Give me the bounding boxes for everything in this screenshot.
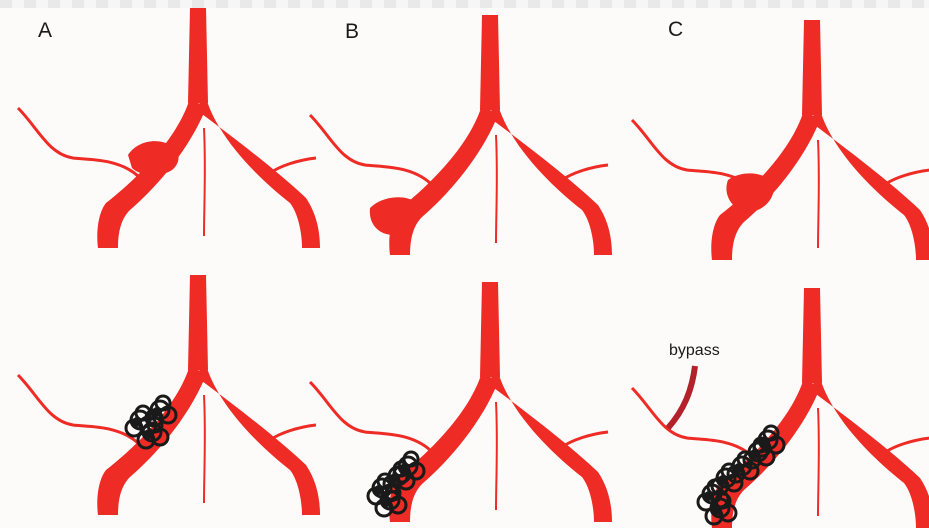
panel-b-bottom [310,282,612,522]
bypass-label: bypass [669,342,720,360]
panel-c-top [632,20,929,260]
panel-a-bottom [18,275,320,515]
panel-b-top [310,15,612,255]
panel-label-a: A [38,19,52,43]
panel-a-top [18,8,320,248]
aneurysm-sac-a [128,141,179,175]
panel-label-b: B [345,20,359,44]
panel-c-bottom [632,288,929,528]
panel-label-c: C [668,18,683,42]
bypass-graft-icon [668,366,695,428]
